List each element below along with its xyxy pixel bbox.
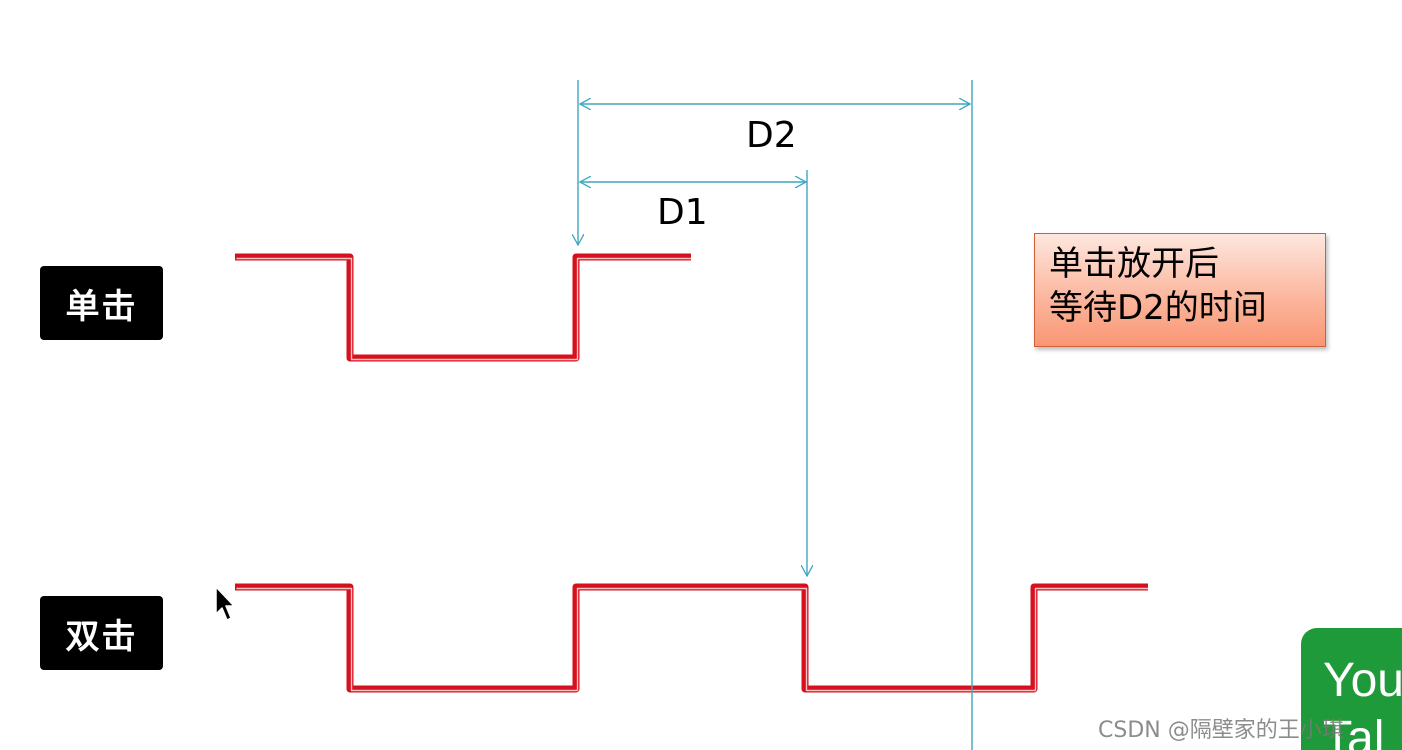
d1-label: D1 bbox=[657, 192, 708, 233]
mouse-pointer-icon bbox=[215, 586, 235, 621]
note-callout: 单击放开后 等待D2的时间 bbox=[1034, 233, 1326, 347]
overlay-tile-text: You Tal bbox=[1323, 652, 1402, 750]
overlay-tile-line-1: You bbox=[1323, 654, 1402, 707]
overlay-green-tile[interactable]: You Tal bbox=[1301, 628, 1402, 750]
double-click-waveform bbox=[235, 583, 1150, 693]
note-line-2: 等待D2的时间 bbox=[1049, 288, 1267, 328]
overlay-tile-line-2: Tal bbox=[1323, 712, 1385, 750]
single-click-waveform bbox=[235, 253, 693, 362]
watermark: CSDN @隔壁家的王小琪 bbox=[1098, 718, 1344, 743]
d2-label: D2 bbox=[746, 115, 797, 156]
single-click-label: 单击 bbox=[40, 266, 163, 340]
double-click-label: 双击 bbox=[40, 596, 163, 670]
note-line-1: 单击放开后 bbox=[1049, 244, 1219, 284]
dimension-lines bbox=[578, 80, 973, 750]
